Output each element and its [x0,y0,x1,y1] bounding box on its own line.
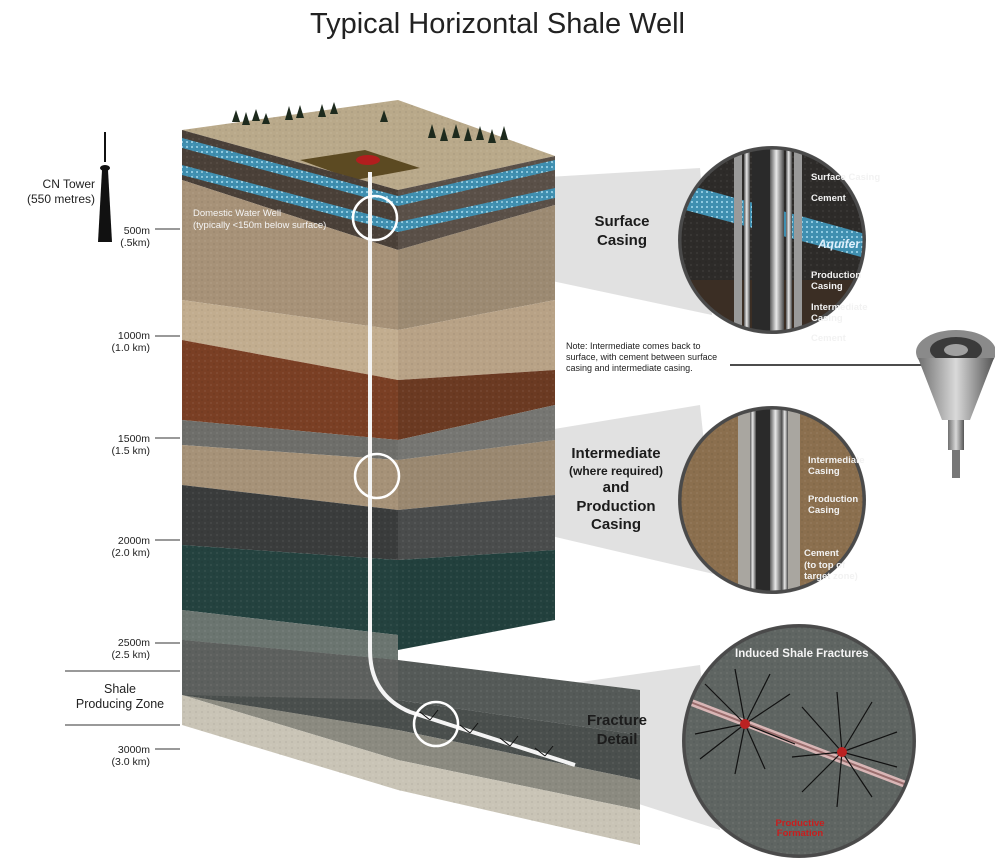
inset-int-cement-label: Cement [804,548,839,559]
depth-sub: (1.5 km) [111,445,150,457]
intermediate-heading: Intermediate (where required) and Produc… [560,445,672,535]
productive-formation-line-1: Productive [775,818,825,829]
inset-cement-bottom-label: Cement [811,333,846,344]
intermediate-casing-inset [678,406,866,594]
depth-sub: (1.0 km) [111,342,150,354]
depth-sub: (2.0 km) [111,547,150,559]
inset-int-production-label: Production [808,494,859,505]
fracture-marks [419,709,554,757]
surface-casing-circle [351,194,399,242]
well-bore [368,172,576,767]
inset-surface-casing-label: Surface Casing [811,172,881,183]
depth-ticks [65,228,180,750]
depth-label: 1500m [117,433,150,445]
depth-label: 500m [123,225,150,237]
productive-formation-label: Productive Formation [760,819,840,839]
trees-icon [232,102,508,143]
cn-tower-icon [98,132,112,242]
fracture-inset [682,624,916,858]
surface-casing-heading: Surface Casing [572,213,672,251]
inset-intermediate-label-2: Casing [811,313,843,324]
intermediate-heading-3: and [602,478,630,496]
inset-production-label-2: Casing [811,281,843,292]
depth-sub: (3.0 km) [111,756,150,768]
inset-int-cement-label-3: target zone) [804,571,858,582]
intermediate-heading-1: Intermediate [571,445,661,462]
depth-label: 2500m [117,637,150,649]
water-well-sublabel: (typically <150m below surface) [193,220,327,231]
shale-zone-label: Shale [104,682,136,696]
wellhead-tool-icon [916,330,995,478]
inset-intermediate-label: Intermediate [811,302,868,313]
depth-label: 2000m [117,535,150,547]
shale-zone-label-2: Producing Zone [75,697,165,711]
depth-label: 3000m [117,744,150,756]
inset-int-intermediate-label: Intermediate [808,455,865,466]
fracture-inset-title: Induced Shale Fractures [735,648,869,660]
surface-casing-heading-2: Casing [596,231,647,249]
fracture-detail-circle [412,700,460,748]
depth-label: 1000m [117,330,150,342]
tower-name: CN Tower [42,177,95,191]
intermediate-casing-circle [353,452,401,500]
inset-int-intermediate-label-2: Casing [808,466,840,477]
fracture-heading: Fracture Detail [572,712,662,750]
left-face-strata [182,130,398,730]
inset-production-label: Production [811,270,862,281]
page-title: Typical Horizontal Shale Well [309,8,686,40]
water-well-label: Domestic Water Well [193,208,282,219]
depth-sub: (.5km) [120,237,150,249]
depth-sub: (2.5 km) [111,649,150,661]
wellhead-icon [356,155,380,165]
intermediate-heading-5: Casing [590,516,641,534]
fracture-heading-2: Detail [596,730,638,748]
lower-slab [182,640,640,845]
intermediate-note: Note: Intermediate comes back to surface… [566,341,718,373]
intermediate-heading-4: Production [576,497,656,515]
surface-casing-heading-1: Surface [594,213,650,230]
well-pad [300,150,420,180]
inset-int-production-label-2: Casing [808,505,840,516]
inset-int-cement-label-2: (to top of [804,560,846,571]
intermediate-heading-2: (where required) [568,463,664,478]
productive-formation-line-2: Formation [776,827,824,839]
tower-height: (550 metres) [26,192,95,206]
fracture-heading-1: Fracture [586,712,648,729]
right-face-strata [398,156,555,650]
inset-cement-label: Cement [811,193,846,204]
inset-aquifer-label: Aquifer [818,237,860,251]
